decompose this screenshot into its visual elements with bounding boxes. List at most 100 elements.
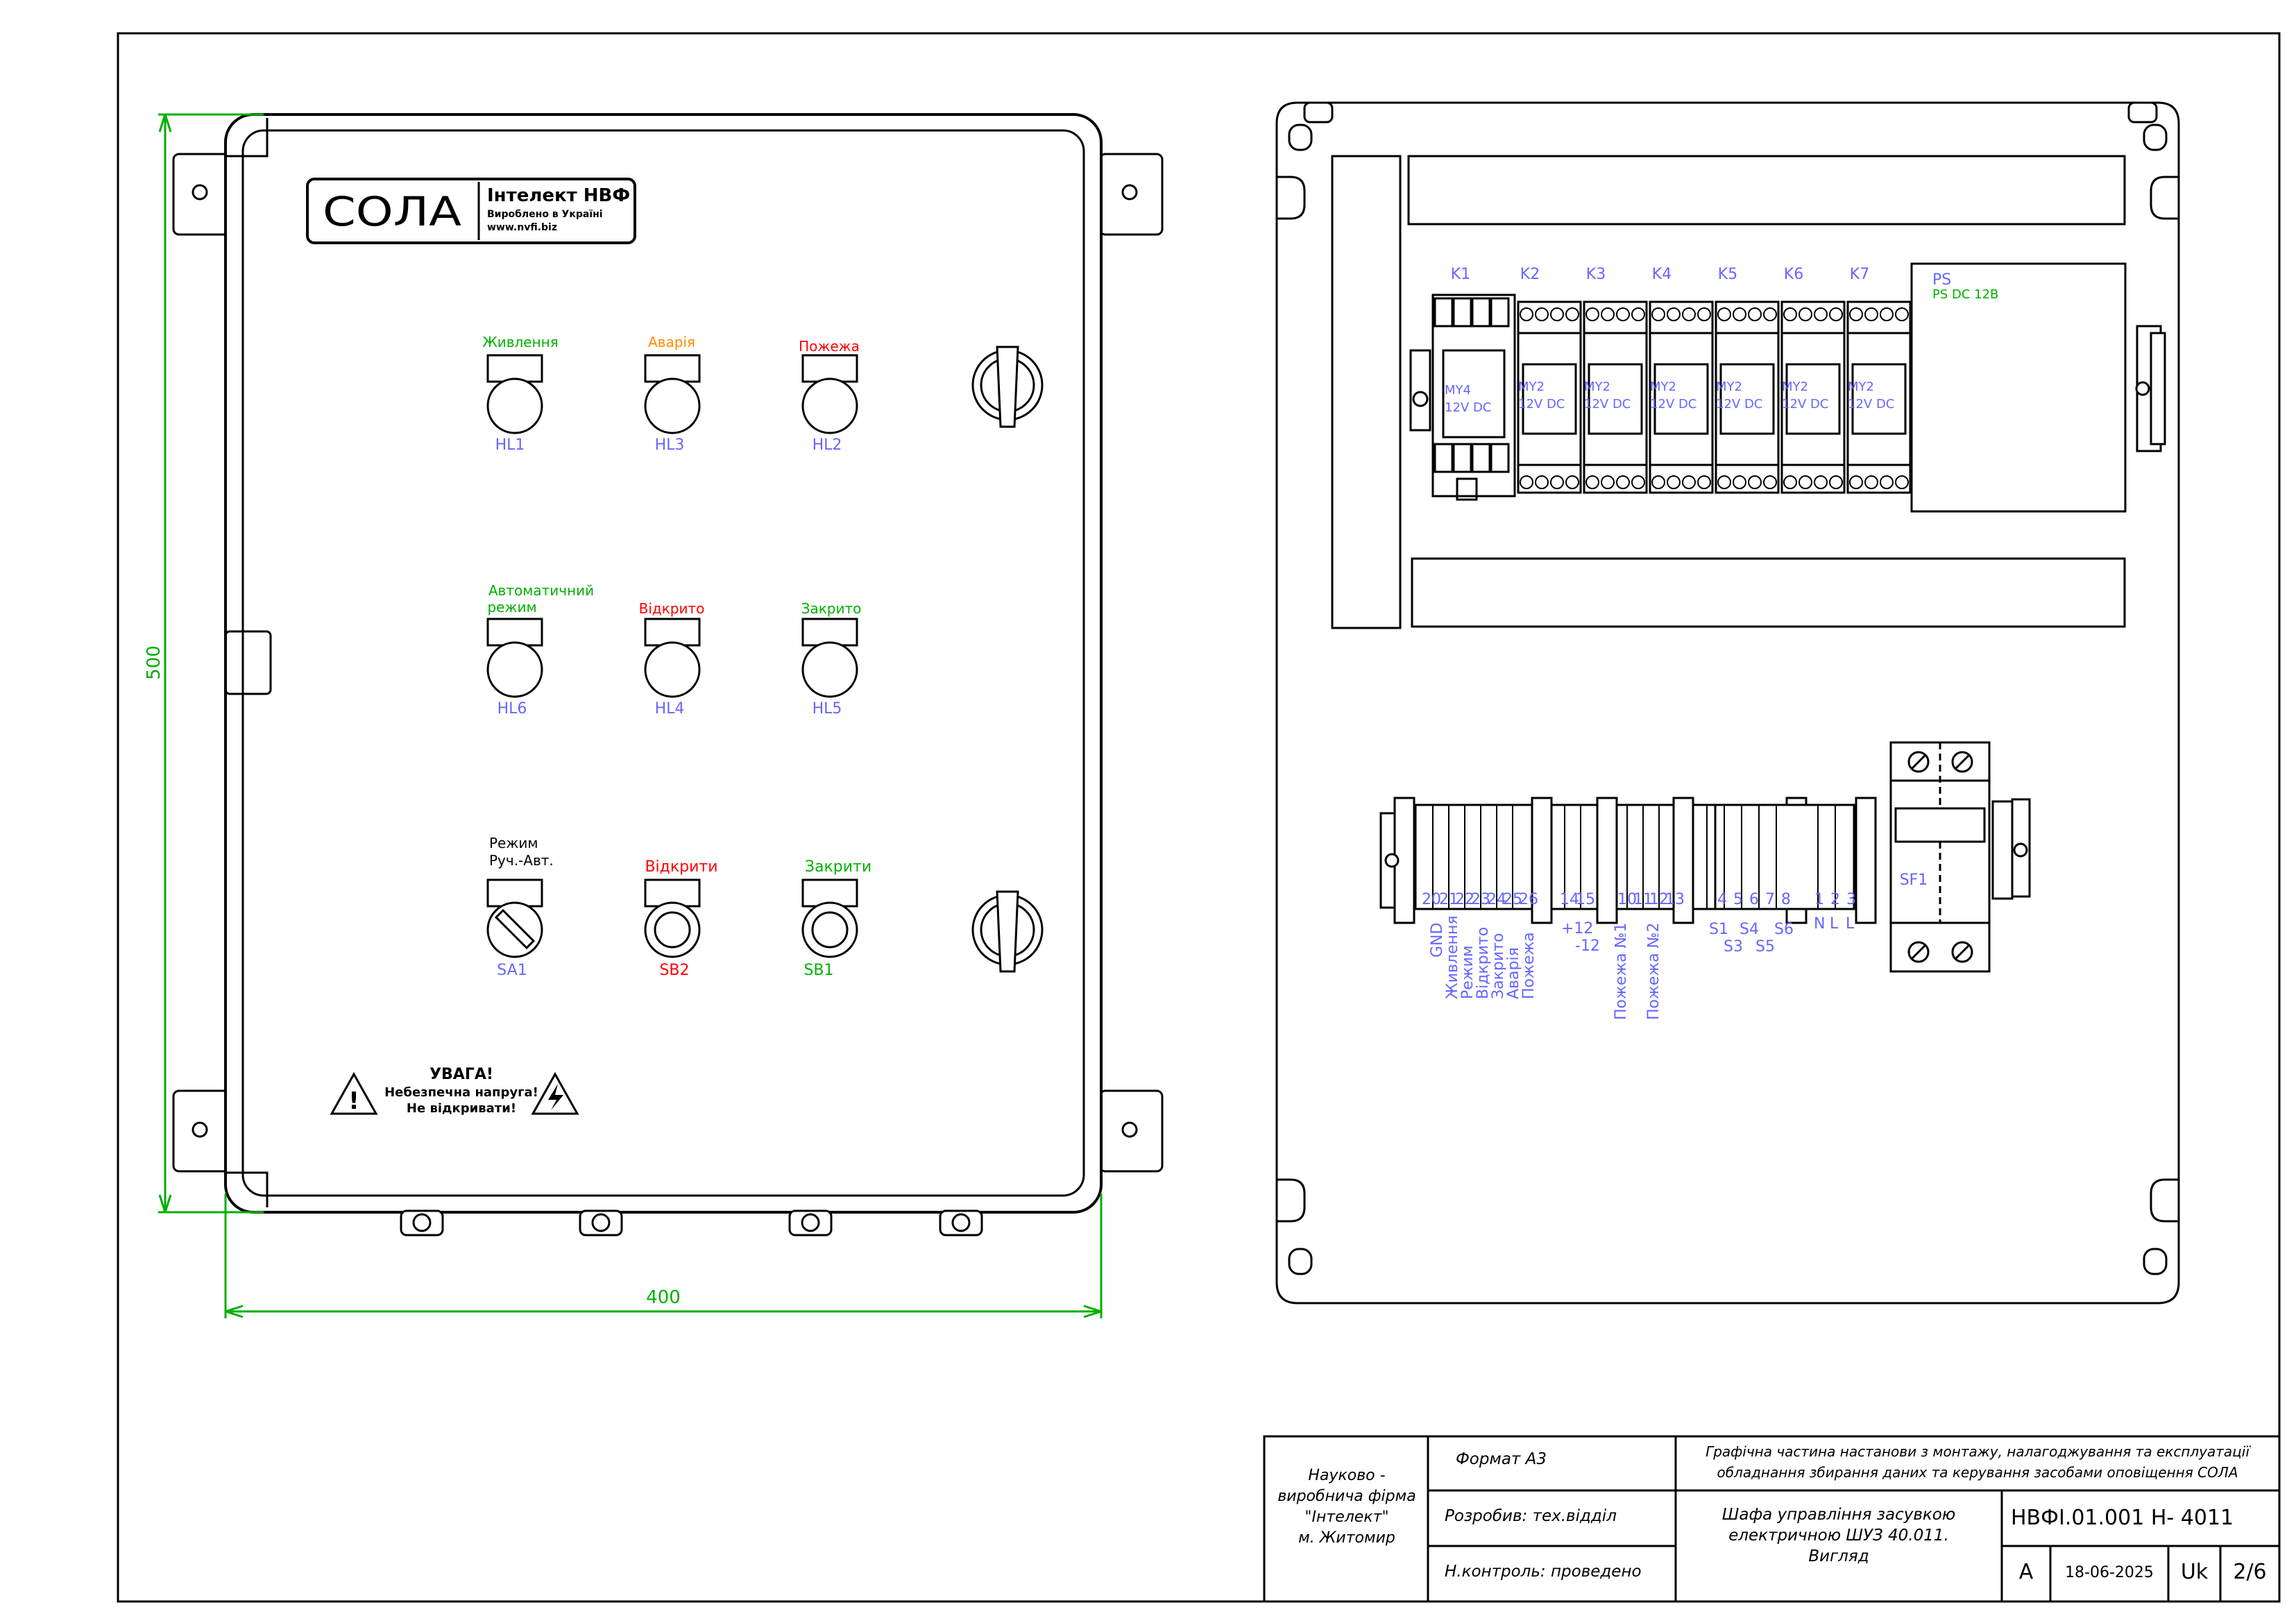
terminal-number: 11 (1633, 891, 1653, 908)
product-line-1: Шафа управління засувкою (1721, 1506, 1956, 1524)
svg-text:!: ! (348, 1087, 359, 1115)
terminal-number: 10 (1617, 891, 1637, 908)
relay-tag: K5 (1718, 266, 1737, 283)
lamp-hl4: Відкрито HL4 (639, 600, 705, 717)
terminal-number: 5 (1733, 891, 1743, 908)
relay-tag: K3 (1586, 266, 1606, 283)
terminal-signal: Пожежа №2 (1645, 922, 1663, 1020)
relay-tag: K7 (1850, 266, 1869, 283)
dimension-height: 500 (144, 645, 164, 680)
terminal-signal: S4 (1740, 921, 1759, 938)
relay-k7: K7 MY2 12V DC (1846, 266, 1912, 494)
terminal-signal: S6 (1774, 921, 1794, 938)
terminal-number: 8 (1781, 891, 1791, 908)
terminal-number: 6 (1749, 891, 1759, 908)
mounting-ear (1098, 153, 1164, 236)
issue-date: 18-06-2025 (2065, 1564, 2154, 1581)
relay-tag: K6 (1784, 266, 1803, 283)
terminal-signal: L (1846, 915, 1855, 933)
terminal-signal: N (1814, 915, 1825, 933)
relay-model: MY2 (1518, 380, 1545, 394)
logo-mark: СОЛА (323, 188, 461, 235)
product-name: Шафа управління засувкою електричною ШУЗ… (1679, 1504, 1998, 1567)
lamp-caption: Пожежа (799, 338, 860, 355)
door-lock (971, 890, 1044, 973)
lamp-caption: Закрито (801, 600, 862, 617)
terminal-signal: Відкрито (1474, 927, 1492, 999)
corner-detail (226, 118, 269, 158)
terminal-signal: +12 (1561, 920, 1593, 937)
relay-model: MY2 (1584, 380, 1610, 394)
selector-tag: SA1 (497, 962, 527, 979)
lamp-tag: HL2 (813, 436, 842, 454)
product-line-2: електричною ШУЗ 40.011. (1728, 1527, 1949, 1545)
terminal-number: 20 (1422, 891, 1441, 908)
lamp-caption: Автоматичний (488, 582, 594, 599)
terminal-number: 12 (1649, 891, 1669, 908)
sheet-frame (117, 32, 2281, 1603)
terminal-signals: GND Живлення Режим Відкрито Закрито Авар… (1429, 915, 1855, 1020)
warning-line1: Небезпечна напруга! (384, 1085, 538, 1100)
cable-duct-bottom (1411, 557, 2126, 628)
logo-brand: Інтелект НВФ (487, 185, 630, 206)
ps-label: PS DC 12В (1932, 287, 1998, 302)
relay-k4: K4 MY2 12V DC (1649, 266, 1714, 494)
document-title-line-2: обладнання збирання даних та керування з… (1717, 1464, 2238, 1481)
company-line-3: "Інтелект" (1304, 1509, 1389, 1526)
breaker-tag: SF1 (1900, 872, 1928, 889)
warning-triangle-icon (330, 1071, 378, 1115)
logo-website: www.nvfi.biz (487, 222, 557, 233)
button-caption: Відкрити (645, 858, 717, 876)
lamp-tag: HL6 (498, 700, 527, 717)
terminal-number: 15 (1576, 891, 1595, 908)
relay-voltage: 12V DC (1848, 397, 1894, 411)
terminal-number: 23 (1471, 891, 1490, 908)
lamp-hl5: Закрито HL5 (801, 600, 862, 717)
selector-sa1: Режим Руч.-Авт. SA1 (486, 835, 554, 979)
relay-model: MY2 (1848, 380, 1874, 394)
terminal-signal: S1 (1709, 921, 1728, 938)
relay-voltage: 12V DC (1716, 397, 1762, 411)
terminal-number: 13 (1665, 891, 1685, 908)
terminal-number: 26 (1519, 891, 1538, 908)
company-line-4: м. Житомир (1298, 1529, 1395, 1547)
mounting-plate-view: K1 MY4 12V DC K2 MY2 12V DC K3 MY2 12V D… (1275, 101, 2180, 1305)
logo-plate: СОЛА Інтелект НВФ Вироблено в Україні ww… (306, 178, 636, 244)
power-supply-ps: PS PS DC 12В (1910, 262, 2127, 513)
lamp-hl3: Аварія HL3 (644, 334, 701, 454)
lamp-tag: HL3 (655, 436, 685, 454)
terminal-signal: -12 (1575, 937, 1600, 955)
warning-title: УВАГА! (430, 1066, 493, 1083)
terminal-signal: Пожежа (1520, 932, 1538, 999)
relay-tag: K1 (1451, 266, 1470, 283)
terminal-numbers: 20 21 22 23 24 25 26 14 15 10 11 12 13 4… (1422, 891, 1856, 908)
enclosure-door (241, 129, 1085, 1197)
lamp-caption-line2: режим (487, 599, 536, 615)
terminal-number: 3 (1846, 891, 1856, 908)
product-line-3: Вигляд (1808, 1547, 1869, 1565)
terminal-signal: S5 (1755, 938, 1775, 955)
relay-voltage: 12V DC (1650, 397, 1697, 411)
terminal-number: 14 (1560, 891, 1579, 908)
company-name: Науково - виробнича фірма "Інтелект" м. … (1270, 1465, 1424, 1549)
cable-duct-top (1407, 155, 2126, 226)
company-line-1: Науково - (1308, 1467, 1386, 1484)
relay-model: MY4 (1445, 383, 1471, 398)
selector-caption: Режим (489, 835, 538, 851)
warning-label: ! УВАГА! Небезпечна напруга! Не відкрива… (330, 1066, 579, 1116)
sheet-number: 2/6 (2233, 1560, 2267, 1584)
relay-voltage: 12V DC (1782, 397, 1828, 411)
dimension-width: 400 (646, 1287, 681, 1308)
lamp-hl2: Пожежа HL2 (799, 338, 860, 454)
terminal-signal: S3 (1724, 938, 1743, 955)
corner-detail (226, 1171, 269, 1207)
terminal-number: 25 (1503, 891, 1522, 908)
relay-model: MY2 (1782, 380, 1808, 394)
button-tag: SB1 (803, 962, 833, 979)
relay-k6: K6 MY2 12V DC (1780, 266, 1846, 494)
company-line-2: виробнича фірма (1277, 1488, 1416, 1505)
terminal-signal: Пожежа №1 (1613, 922, 1630, 1020)
terminal-number: 22 (1455, 891, 1474, 908)
relay-voltage: 12V DC (1584, 397, 1631, 411)
